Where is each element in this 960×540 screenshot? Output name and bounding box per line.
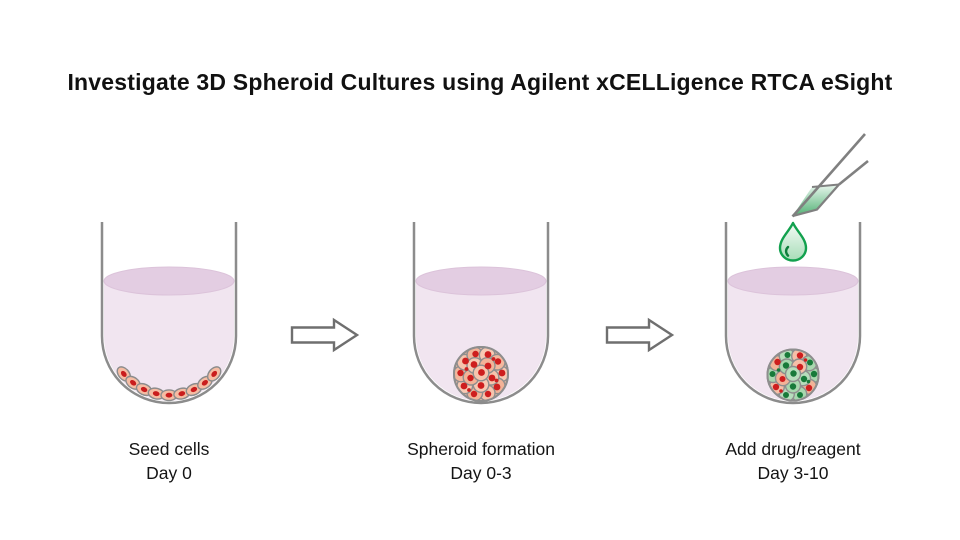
culture-medium	[416, 281, 546, 401]
drug-treatment-well	[724, 133, 869, 405]
step-label: Spheroid formation	[407, 439, 555, 459]
medium-surface	[415, 266, 547, 296]
step-caption-add-drug: Add drug/reagent Day 3-10	[663, 438, 923, 485]
treated-spheroid	[766, 348, 820, 402]
well-tube-outline	[100, 222, 238, 405]
step-label: Seed cells	[128, 439, 210, 459]
spheroid-formation-well	[412, 222, 550, 405]
spheroid	[453, 346, 509, 402]
seeded-cells	[116, 366, 222, 402]
step-caption-spheroid-formation: Spheroid formation Day 0-3	[351, 438, 611, 485]
pipette-icon	[791, 133, 869, 218]
medium-surface	[727, 266, 859, 296]
step-day: Day 3-10	[757, 462, 829, 483]
culture-medium	[104, 281, 234, 401]
seed-cells-well	[100, 222, 238, 405]
medium-surface	[103, 266, 235, 296]
step-caption-seed-cells: Seed cells Day 0	[39, 438, 299, 485]
diagram-title: Investigate 3D Spheroid Cultures using A…	[67, 69, 893, 95]
culture-medium	[728, 281, 858, 401]
arrow-right-icon	[290, 317, 360, 353]
step-day: Day 0	[146, 462, 192, 483]
arrow-right-icon	[605, 317, 675, 353]
step-label: Add drug/reagent	[725, 439, 861, 459]
well-tube-outline	[412, 222, 550, 405]
droplet-icon	[778, 221, 808, 262]
step-day: Day 0-3	[450, 462, 512, 483]
well-tube-outline	[724, 222, 862, 405]
